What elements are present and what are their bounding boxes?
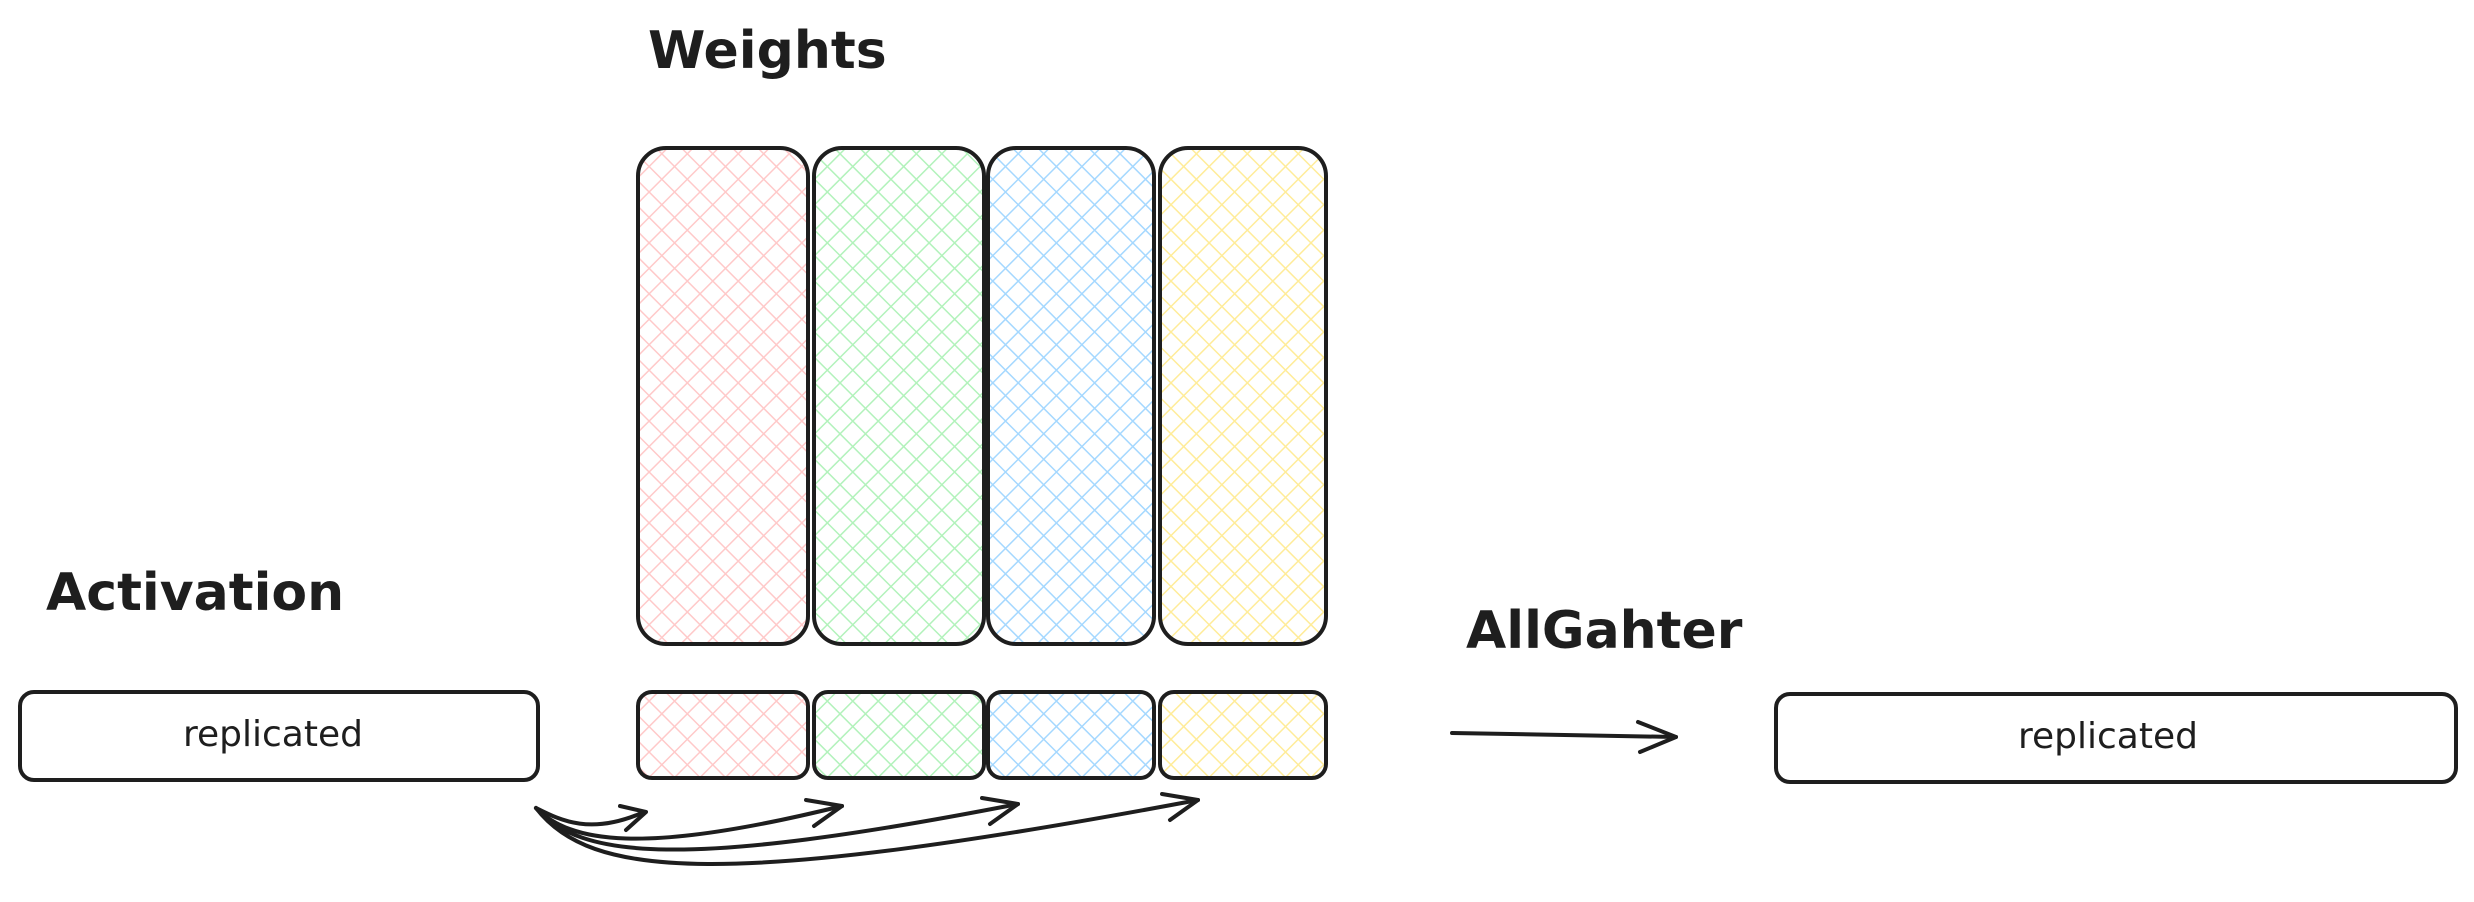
- broadcast-arrow-1: [534, 806, 646, 827]
- output-shard-2: [814, 692, 984, 778]
- output-shard-4: [1160, 692, 1326, 778]
- output-shard-3: [988, 692, 1154, 778]
- weight-shard-2: [814, 148, 984, 644]
- weight-shards: [636, 146, 1328, 646]
- activation-box-text: replicated: [183, 714, 363, 755]
- allgather-arrow: [1450, 720, 1678, 754]
- weights-label: Weights: [648, 21, 887, 81]
- output-shards: [636, 690, 1328, 780]
- weight-shard-3: [988, 148, 1154, 644]
- activation-box: replicated: [18, 690, 540, 782]
- broadcast-arrows: [534, 792, 1200, 866]
- broadcast-arrow-4: [534, 798, 1200, 866]
- broadcast-arrow-3: [534, 802, 1020, 852]
- activation-label: Activation: [46, 563, 344, 623]
- result-box: replicated: [1774, 692, 2458, 784]
- weight-shard-4: [1160, 148, 1326, 644]
- allgather-label: AllGahter: [1466, 601, 1743, 661]
- weight-shard-1: [638, 148, 808, 644]
- result-box-text: replicated: [2018, 716, 2198, 757]
- output-shard-1: [638, 692, 808, 778]
